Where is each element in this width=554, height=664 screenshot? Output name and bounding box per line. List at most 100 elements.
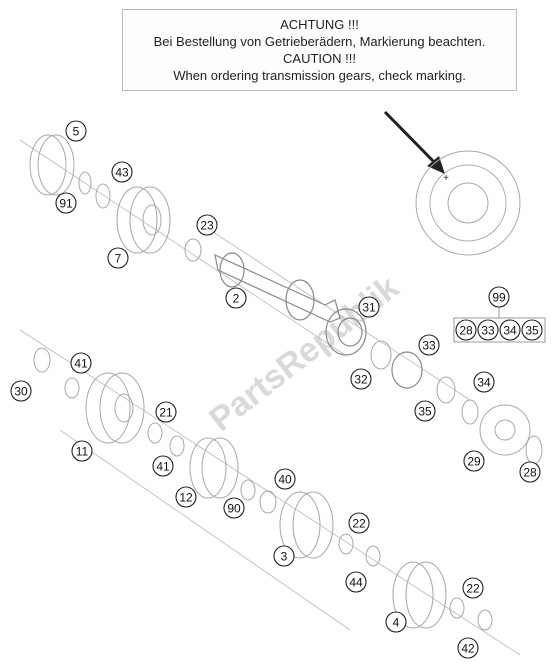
notice-line-1: ACHTUNG !!!	[280, 17, 359, 32]
shim-32	[370, 340, 392, 370]
callout-35: 35	[414, 400, 436, 422]
callout-44: 44	[345, 571, 367, 593]
callout-circle	[65, 120, 87, 142]
callout-31: 31	[358, 296, 380, 318]
callout-circle	[358, 296, 380, 318]
callout-label: 99	[492, 291, 506, 305]
washer-40	[259, 490, 277, 514]
callout-circle	[519, 461, 541, 483]
callout-circle	[499, 319, 521, 341]
callout-label: 33	[422, 339, 436, 353]
callout-32: 32	[350, 368, 372, 390]
callout-circle	[488, 286, 510, 308]
callout-label: 41	[156, 460, 170, 474]
callout-28: 28	[519, 461, 541, 483]
callout-41: 41	[152, 455, 174, 477]
gear-12	[189, 437, 239, 499]
washer-41	[64, 377, 80, 399]
callout-circle	[155, 401, 177, 423]
callout-91: 91	[55, 192, 77, 214]
washer-41b	[169, 435, 185, 457]
callout-label: 4	[393, 616, 400, 630]
callout-34: 34	[473, 371, 495, 393]
guide-line	[19, 329, 521, 656]
washer-22	[338, 533, 354, 555]
callout-42: 42	[457, 637, 479, 659]
callout-circle	[70, 352, 92, 374]
gear-11	[85, 372, 145, 444]
main-shaft	[214, 252, 341, 323]
callout-43: 43	[111, 161, 133, 183]
callout-label: 41	[74, 357, 88, 371]
callout-circle	[111, 161, 133, 183]
callout-label: 34	[477, 376, 491, 390]
callout-label: 12	[179, 491, 193, 505]
gear-5	[29, 134, 75, 196]
callout-circle	[71, 440, 93, 462]
callout-23: 23	[196, 214, 218, 236]
callout-circle	[455, 319, 477, 341]
callout-circle	[385, 611, 407, 633]
circlip-35	[436, 376, 456, 404]
callout-circle	[107, 247, 129, 269]
callout-label: 2	[233, 292, 240, 306]
gear-4	[392, 561, 447, 629]
callout-circle	[350, 368, 372, 390]
washer	[95, 183, 111, 209]
callout-22: 22	[348, 512, 370, 534]
needle-bearing	[184, 238, 202, 262]
callout-label: 30	[14, 385, 28, 399]
callout-circle	[10, 380, 32, 402]
callout-label: 7	[115, 252, 122, 266]
callout-label: 32	[354, 373, 368, 387]
callout-label: 28	[523, 466, 537, 480]
callout-circle	[223, 497, 245, 519]
gear-3	[279, 491, 334, 559]
notice-line-3: CAUTION !!!	[283, 51, 356, 66]
guide-line	[19, 139, 346, 356]
callout-circle	[274, 468, 296, 490]
washer-44	[365, 545, 381, 567]
callout-circle	[418, 334, 440, 356]
callout-40: 40	[274, 468, 296, 490]
callout-label: 42	[461, 642, 475, 656]
callout-label: 31	[362, 301, 376, 315]
mark-cross-icon: +	[443, 173, 449, 184]
guide-line	[59, 429, 351, 631]
callout-33: 33	[418, 334, 440, 356]
callout-circle	[457, 637, 479, 659]
sprocket-29	[479, 404, 531, 456]
callout-21: 21	[155, 401, 177, 423]
washer-30	[33, 347, 51, 373]
callout-label: 44	[349, 576, 363, 590]
callout-41: 41	[70, 352, 92, 374]
callout-label: 33	[481, 324, 495, 338]
callout-label: 35	[418, 405, 432, 419]
caution-notice: ACHTUNG !!! Bei Bestellung von Getrieber…	[122, 9, 517, 91]
callout-label: 43	[115, 166, 129, 180]
callout-label: 29	[467, 455, 481, 469]
callout-label: 11	[76, 445, 89, 459]
callout-circle	[345, 571, 367, 593]
callout-label: 40	[278, 473, 292, 487]
callout-7: 7	[107, 247, 129, 269]
washer-42	[477, 609, 493, 631]
callout-circle	[462, 577, 484, 599]
washer-90	[240, 479, 256, 501]
callout-90: 90	[223, 497, 245, 519]
callout-label: 23	[200, 219, 214, 233]
callout-label: 22	[352, 517, 366, 531]
callout-label: 22	[466, 582, 480, 596]
callout-circle	[175, 486, 197, 508]
callout-circle	[196, 214, 218, 236]
callout-circle	[55, 192, 77, 214]
washer-21	[147, 422, 163, 444]
callout-4: 4	[385, 611, 407, 633]
callout-label: 28	[459, 324, 473, 338]
callout-22: 22	[462, 577, 484, 599]
callout-34: 34	[499, 319, 521, 341]
callout-29: 29	[463, 450, 485, 472]
arrow-head-icon	[427, 156, 445, 174]
spacer-34	[461, 399, 479, 425]
